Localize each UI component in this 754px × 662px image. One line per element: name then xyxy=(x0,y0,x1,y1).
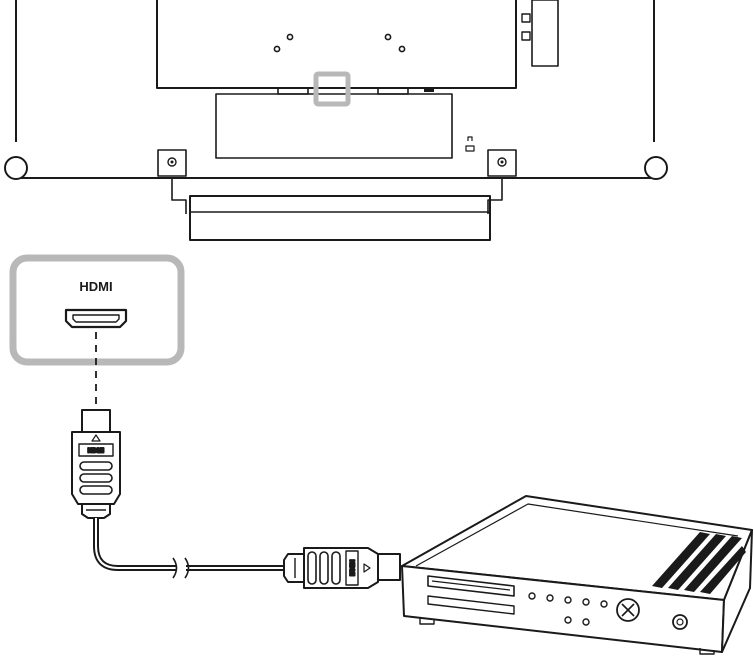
hdmi-cable xyxy=(93,518,292,579)
horizontal-plug-text: HDMI xyxy=(348,560,354,577)
monitor-left-foot xyxy=(4,156,28,180)
vertical-plug-text: HDMI xyxy=(88,449,105,455)
hdmi-port-label: HDMI xyxy=(79,279,112,294)
hdmi-plug-vertical: HDMI xyxy=(71,409,121,519)
av-player-device xyxy=(401,495,753,655)
hdmi-port-icon xyxy=(64,308,128,329)
monitor-rear xyxy=(4,0,668,241)
hdmi-plug-horizontal: HDMI xyxy=(283,547,401,589)
hdmi-port-callout: HDMI xyxy=(9,254,185,366)
monitor-hdmi-port-highlight xyxy=(313,71,351,107)
monitor-right-foot xyxy=(644,156,668,180)
